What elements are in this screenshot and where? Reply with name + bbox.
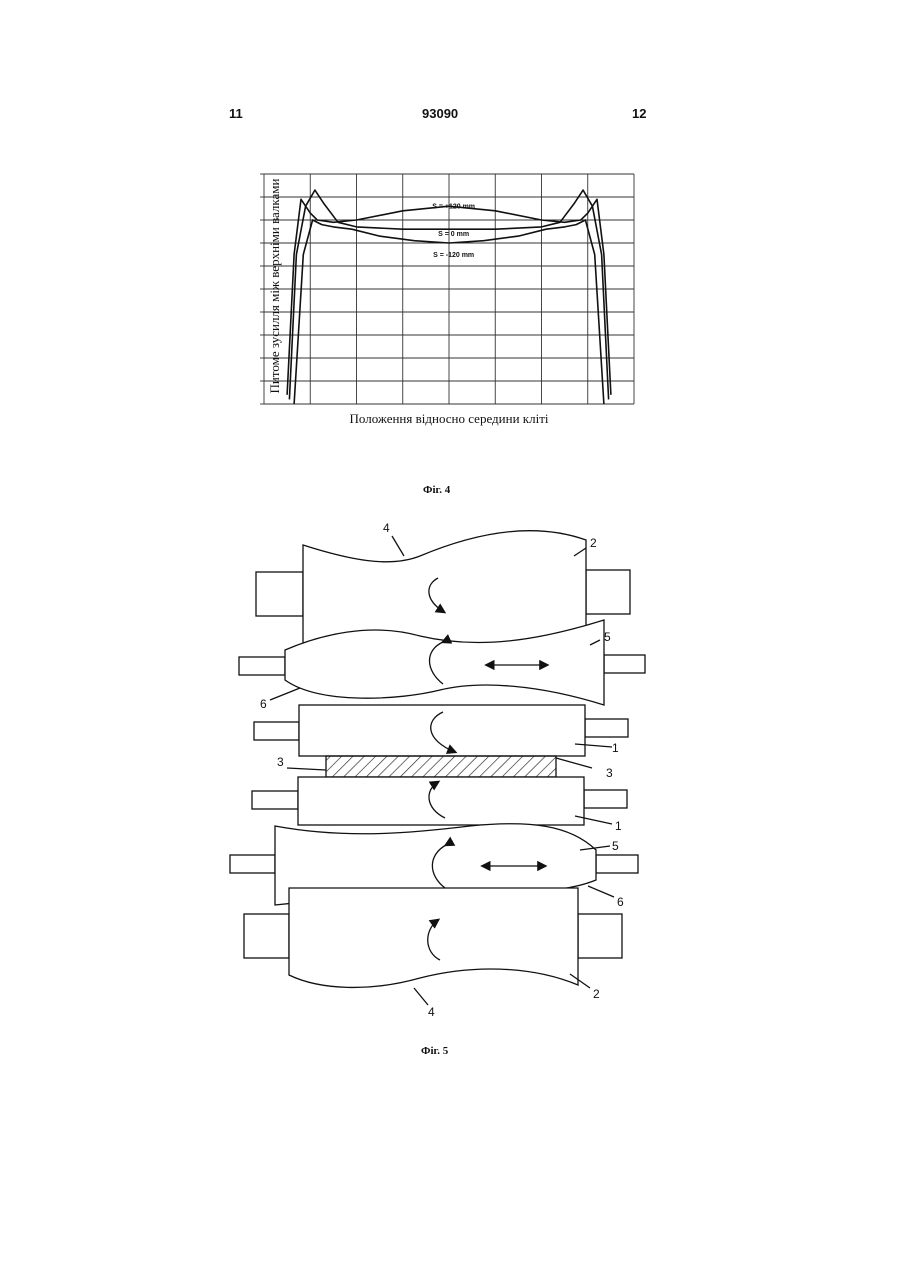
bottom-intermediate-roll-left-neck [230, 855, 275, 873]
label-6-bottom: 6 [617, 895, 624, 909]
label-2-top: 2 [590, 536, 597, 550]
top-backup-roll-right-neck [586, 570, 630, 614]
leader-6-top [270, 688, 300, 700]
label-2-bottom: 2 [593, 987, 600, 1001]
label-1-bottom: 1 [615, 819, 622, 833]
label-3-right: 3 [606, 766, 613, 780]
bottom-work-roll-left-neck [252, 791, 298, 809]
leader-4-top [392, 536, 404, 556]
label-6-top: 6 [260, 697, 267, 711]
label-5-top: 5 [604, 630, 611, 644]
top-work-roll-left-neck [254, 722, 299, 740]
figure-5-caption: Фіг. 5 [421, 1045, 448, 1057]
bottom-backup-roll-right-neck [578, 914, 622, 958]
label-4-bottom: 4 [428, 1005, 435, 1019]
label-1-top: 1 [612, 741, 619, 755]
bottom-intermediate-roll-right-neck [596, 855, 638, 873]
leader-3-left [287, 768, 326, 770]
label-4-top: 4 [383, 521, 390, 535]
bottom-work-roll-right-neck [584, 790, 627, 808]
top-work-roll [254, 705, 628, 756]
leader-3-right [556, 758, 592, 768]
leader-6-bottom [588, 886, 614, 897]
leader-4-bottom [414, 988, 428, 1005]
label-3-left: 3 [277, 755, 284, 769]
top-work-roll-right-neck [585, 719, 628, 737]
top-backup-roll [256, 531, 630, 645]
top-backup-roll-left-neck [256, 572, 303, 616]
top-intermediate-roll-left-neck [239, 657, 285, 675]
bottom-backup-roll-left-neck [244, 914, 289, 958]
top-intermediate-roll-right-neck [604, 655, 645, 673]
rolled-strip [326, 756, 556, 777]
label-5-bottom: 5 [612, 839, 619, 853]
bottom-backup-roll [244, 888, 622, 987]
bottom-work-roll [252, 777, 627, 825]
